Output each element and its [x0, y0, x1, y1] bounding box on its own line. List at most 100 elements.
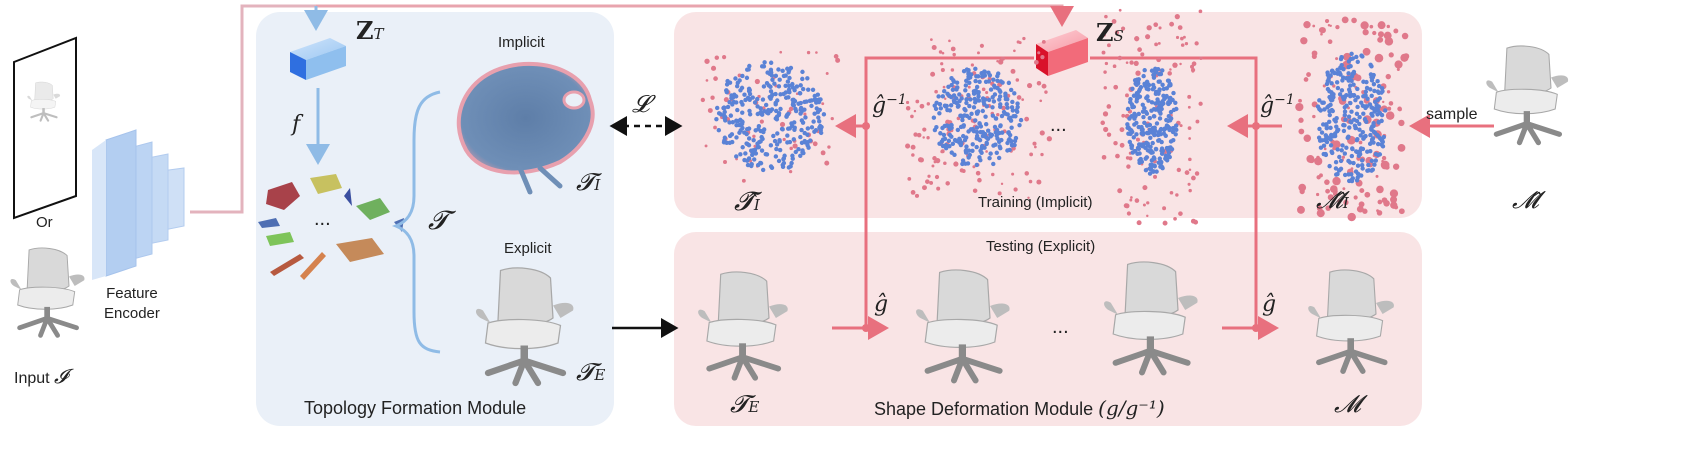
cloud-point: [758, 161, 764, 166]
cloud-point: [758, 128, 764, 134]
cloud-point: [1330, 150, 1335, 156]
cloud-point: [1334, 124, 1339, 129]
cloud-point: [1355, 86, 1360, 92]
cloud-point: [1117, 188, 1123, 194]
cloud-point: [1146, 87, 1151, 92]
cloud-point: [1365, 96, 1370, 101]
cloud-point: [949, 82, 954, 88]
cloud-point: [1140, 102, 1145, 107]
cloud-point: [1158, 26, 1162, 30]
cloud-point: [934, 124, 939, 130]
cloud-point: [938, 131, 943, 136]
cloud-point: [1335, 85, 1341, 91]
cloud-point: [799, 127, 804, 133]
cloud-point: [913, 132, 918, 137]
cloud-point: [1129, 145, 1134, 151]
cloud-point: [1373, 106, 1378, 111]
cloud-point: [1316, 135, 1322, 140]
cloud-point: [991, 172, 995, 177]
cloud-point: [816, 115, 821, 120]
cloud-point: [733, 94, 739, 99]
cloud-point: [1142, 185, 1148, 191]
cloud-point: [931, 115, 937, 120]
cloud-point: [953, 161, 959, 167]
cloud-point: [760, 167, 766, 173]
cloud-point: [910, 144, 916, 150]
cloud-point: [1032, 141, 1037, 146]
cloud-point: [779, 121, 786, 128]
cloud-point: [751, 137, 756, 143]
cloud-point: [993, 130, 998, 135]
cloud-point: [978, 158, 983, 163]
cloud-point: [1370, 167, 1375, 172]
point-cloud-mhat-i: [1295, 16, 1410, 222]
cloud-point: [796, 146, 801, 152]
cloud-point: [1180, 36, 1184, 41]
cloud-point: [759, 148, 765, 153]
cloud-point: [803, 112, 807, 116]
cloud-point: [1177, 25, 1183, 30]
cloud-point: [1006, 116, 1012, 121]
cloud-point: [995, 78, 1000, 83]
cloud-point: [766, 111, 771, 116]
cloud-point: [1117, 55, 1123, 61]
cloud-point: [803, 115, 808, 120]
cloud-point: [714, 105, 720, 111]
cloud-point: [1006, 130, 1011, 135]
cloud-point: [794, 84, 800, 89]
cloud-point: [789, 160, 794, 166]
cloud-point: [1139, 159, 1145, 165]
cloud-point: [996, 139, 1002, 145]
cloud-point: [759, 119, 764, 124]
encoder-to-zs-line: [316, 4, 1074, 27]
cloud-point: [997, 82, 1002, 88]
cloud-point: [786, 87, 792, 92]
cloud-point: [1334, 80, 1340, 85]
cloud-point: [960, 123, 966, 129]
cloud-point: [1376, 83, 1382, 89]
cloud-point: [934, 100, 939, 106]
cloud-point: [1015, 78, 1020, 82]
cloud-point: [1115, 153, 1120, 159]
cloud-point: [917, 157, 924, 163]
cloud-point: [993, 116, 999, 121]
cloud-point: [798, 111, 803, 116]
cloud-point: [972, 188, 978, 193]
cloud-point: [798, 100, 803, 106]
cloud-point: [1148, 135, 1153, 140]
cloud-point: [716, 111, 722, 116]
cloud-point: [767, 71, 772, 77]
cloud-point: [970, 63, 975, 67]
cloud-point: [1349, 109, 1354, 114]
cloud-point: [1303, 134, 1312, 143]
cloud-point: [1103, 126, 1109, 133]
cloud-point: [1144, 123, 1150, 128]
cloud-point: [747, 63, 752, 69]
cloud-point: [1173, 123, 1179, 128]
cloud-point: [788, 169, 793, 174]
cloud-point: [973, 78, 978, 84]
cloud-point: [730, 120, 735, 125]
cloud-point: [984, 135, 989, 140]
cloud-point: [1102, 33, 1106, 37]
cloud-point: [984, 141, 989, 147]
cloud-point: [1153, 101, 1158, 106]
cloud-point: [754, 78, 760, 85]
cloud-point: [1327, 119, 1332, 125]
cloud-point: [716, 128, 722, 133]
cloud-point: [815, 109, 821, 115]
cloud-point: [914, 193, 920, 198]
cloud-point: [977, 121, 982, 126]
cloud-point: [1167, 71, 1172, 76]
cloud-point: [1340, 143, 1345, 148]
cloud-point: [1321, 143, 1327, 148]
cloud-point: [942, 89, 947, 94]
cloud-point: [1328, 143, 1334, 148]
cloud-point: [1140, 109, 1146, 114]
cloud-point: [812, 93, 817, 99]
cloud-point: [905, 143, 911, 149]
cloud-point: [1136, 146, 1142, 152]
cloud-point: [1317, 98, 1322, 103]
cloud-point: [744, 75, 750, 81]
cloud-point: [919, 103, 925, 109]
